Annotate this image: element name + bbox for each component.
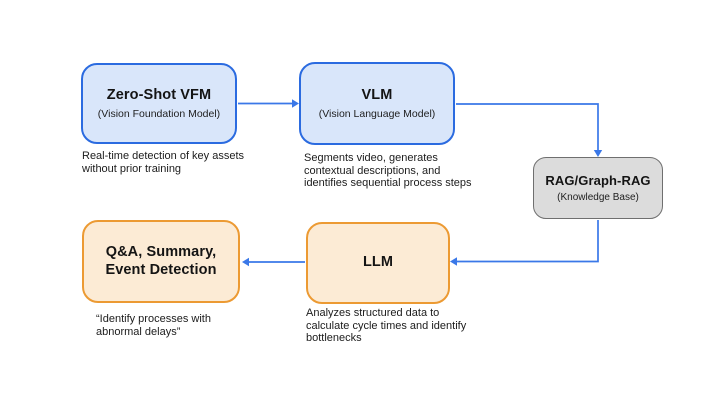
caption-zero-shot-vfm: Real-time detection of key assets withou… — [82, 150, 245, 175]
node-qa-summary-event-detection: Q&A, Summary, Event Detection — [82, 220, 240, 303]
node-zero-shot-vfm-title: Zero-Shot VFM — [106, 86, 212, 103]
node-qa-title: Q&A, Summary, Event Detection — [105, 243, 217, 278]
caption-qa-quote: “Identify processes with abnormal delays… — [96, 313, 211, 338]
node-llm: LLM — [306, 222, 450, 304]
node-rag-subtitle: (Knowledge Base) — [557, 191, 639, 203]
arrowhead-left-icon — [242, 257, 249, 267]
node-vlm-subtitle: (Vision Language Model) — [318, 108, 436, 121]
arrow-rag-to-llm — [457, 220, 599, 263]
caption-llm: Analyzes structured data to calculate cy… — [306, 307, 467, 344]
node-vlm-title: VLM — [361, 86, 393, 103]
node-zero-shot-vfm-subtitle: (Vision Foundation Model) — [97, 108, 221, 121]
arrowhead-down-icon — [593, 150, 603, 157]
node-llm-title: LLM — [362, 254, 394, 271]
node-rag-graph-rag: RAG/Graph-RAG (Knowledge Base) — [533, 157, 663, 219]
node-vlm: VLM (Vision Language Model) — [299, 62, 455, 145]
caption-vlm: Segments video, generates contextual des… — [304, 152, 472, 189]
arrowhead-left-icon — [450, 257, 457, 266]
arrow-vlm-to-rag — [456, 103, 599, 150]
arrowhead-right-icon — [292, 99, 299, 108]
node-rag-title: RAG/Graph-RAG — [545, 173, 651, 189]
node-zero-shot-vfm: Zero-Shot VFM (Vision Foundation Model) — [81, 63, 237, 144]
